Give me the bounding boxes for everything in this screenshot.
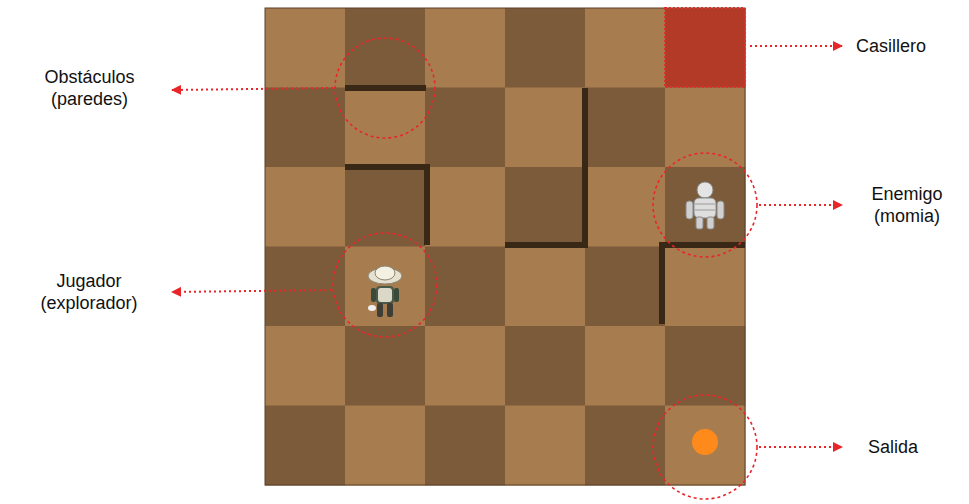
callout-label: Obstáculos (paredes) (36, 66, 143, 110)
board-cell (585, 88, 666, 168)
board-cell (345, 167, 426, 247)
board-cell (425, 406, 506, 486)
board-cell (345, 247, 426, 327)
board-cell (585, 326, 666, 406)
leader-arrow (759, 204, 842, 206)
leader-arrow (759, 446, 842, 448)
callout-label: Jugador (explorador) (37, 270, 141, 314)
board-cell (425, 167, 506, 247)
callout-circle (333, 233, 437, 337)
board-cell (505, 406, 586, 486)
board-cell (425, 8, 506, 88)
callout-circle (653, 395, 757, 499)
callout-label: Salida (868, 436, 958, 458)
board-cell (505, 88, 586, 168)
board-cell (665, 167, 746, 247)
walls (345, 85, 745, 324)
mummy-figure (686, 182, 724, 229)
leader-arrow (750, 45, 842, 47)
wall (345, 164, 430, 170)
board-cell (345, 8, 426, 88)
wall (505, 242, 588, 248)
callout-label: Enemigo (momia) (863, 183, 952, 227)
board-cell (345, 406, 426, 486)
leader-arrows (172, 46, 842, 447)
board-cell (665, 88, 746, 168)
board-cell (505, 326, 586, 406)
board-cell (345, 88, 426, 168)
exit-dot (692, 429, 718, 455)
board-cell (265, 88, 346, 168)
board-cell (665, 8, 746, 88)
wall (582, 88, 588, 248)
callout-circle (335, 38, 435, 138)
wall (345, 85, 426, 91)
board-cell (665, 406, 746, 486)
board-cell (265, 8, 346, 88)
callout-label: Casillero (856, 35, 961, 57)
board-cell (505, 167, 586, 247)
target-cell (665, 8, 745, 87)
wall (659, 242, 665, 324)
explorer-figure (368, 266, 402, 317)
board-cell (665, 247, 746, 327)
wall (424, 164, 430, 245)
board-cell (265, 406, 346, 486)
callout-circles (333, 38, 757, 499)
board-cell (425, 88, 506, 168)
board-cell (505, 8, 586, 88)
board-cell (585, 167, 666, 247)
board-cell (665, 326, 746, 406)
board-cell (345, 326, 426, 406)
leader-arrow (172, 88, 333, 90)
board-cell (265, 247, 346, 327)
board-cell (425, 326, 506, 406)
board-cell (265, 167, 346, 247)
board-cell (585, 8, 666, 88)
board-cell (585, 247, 666, 327)
callout-circle (653, 153, 757, 257)
leader-arrow (172, 290, 331, 292)
board-cell (505, 247, 586, 327)
board-cell (265, 326, 346, 406)
